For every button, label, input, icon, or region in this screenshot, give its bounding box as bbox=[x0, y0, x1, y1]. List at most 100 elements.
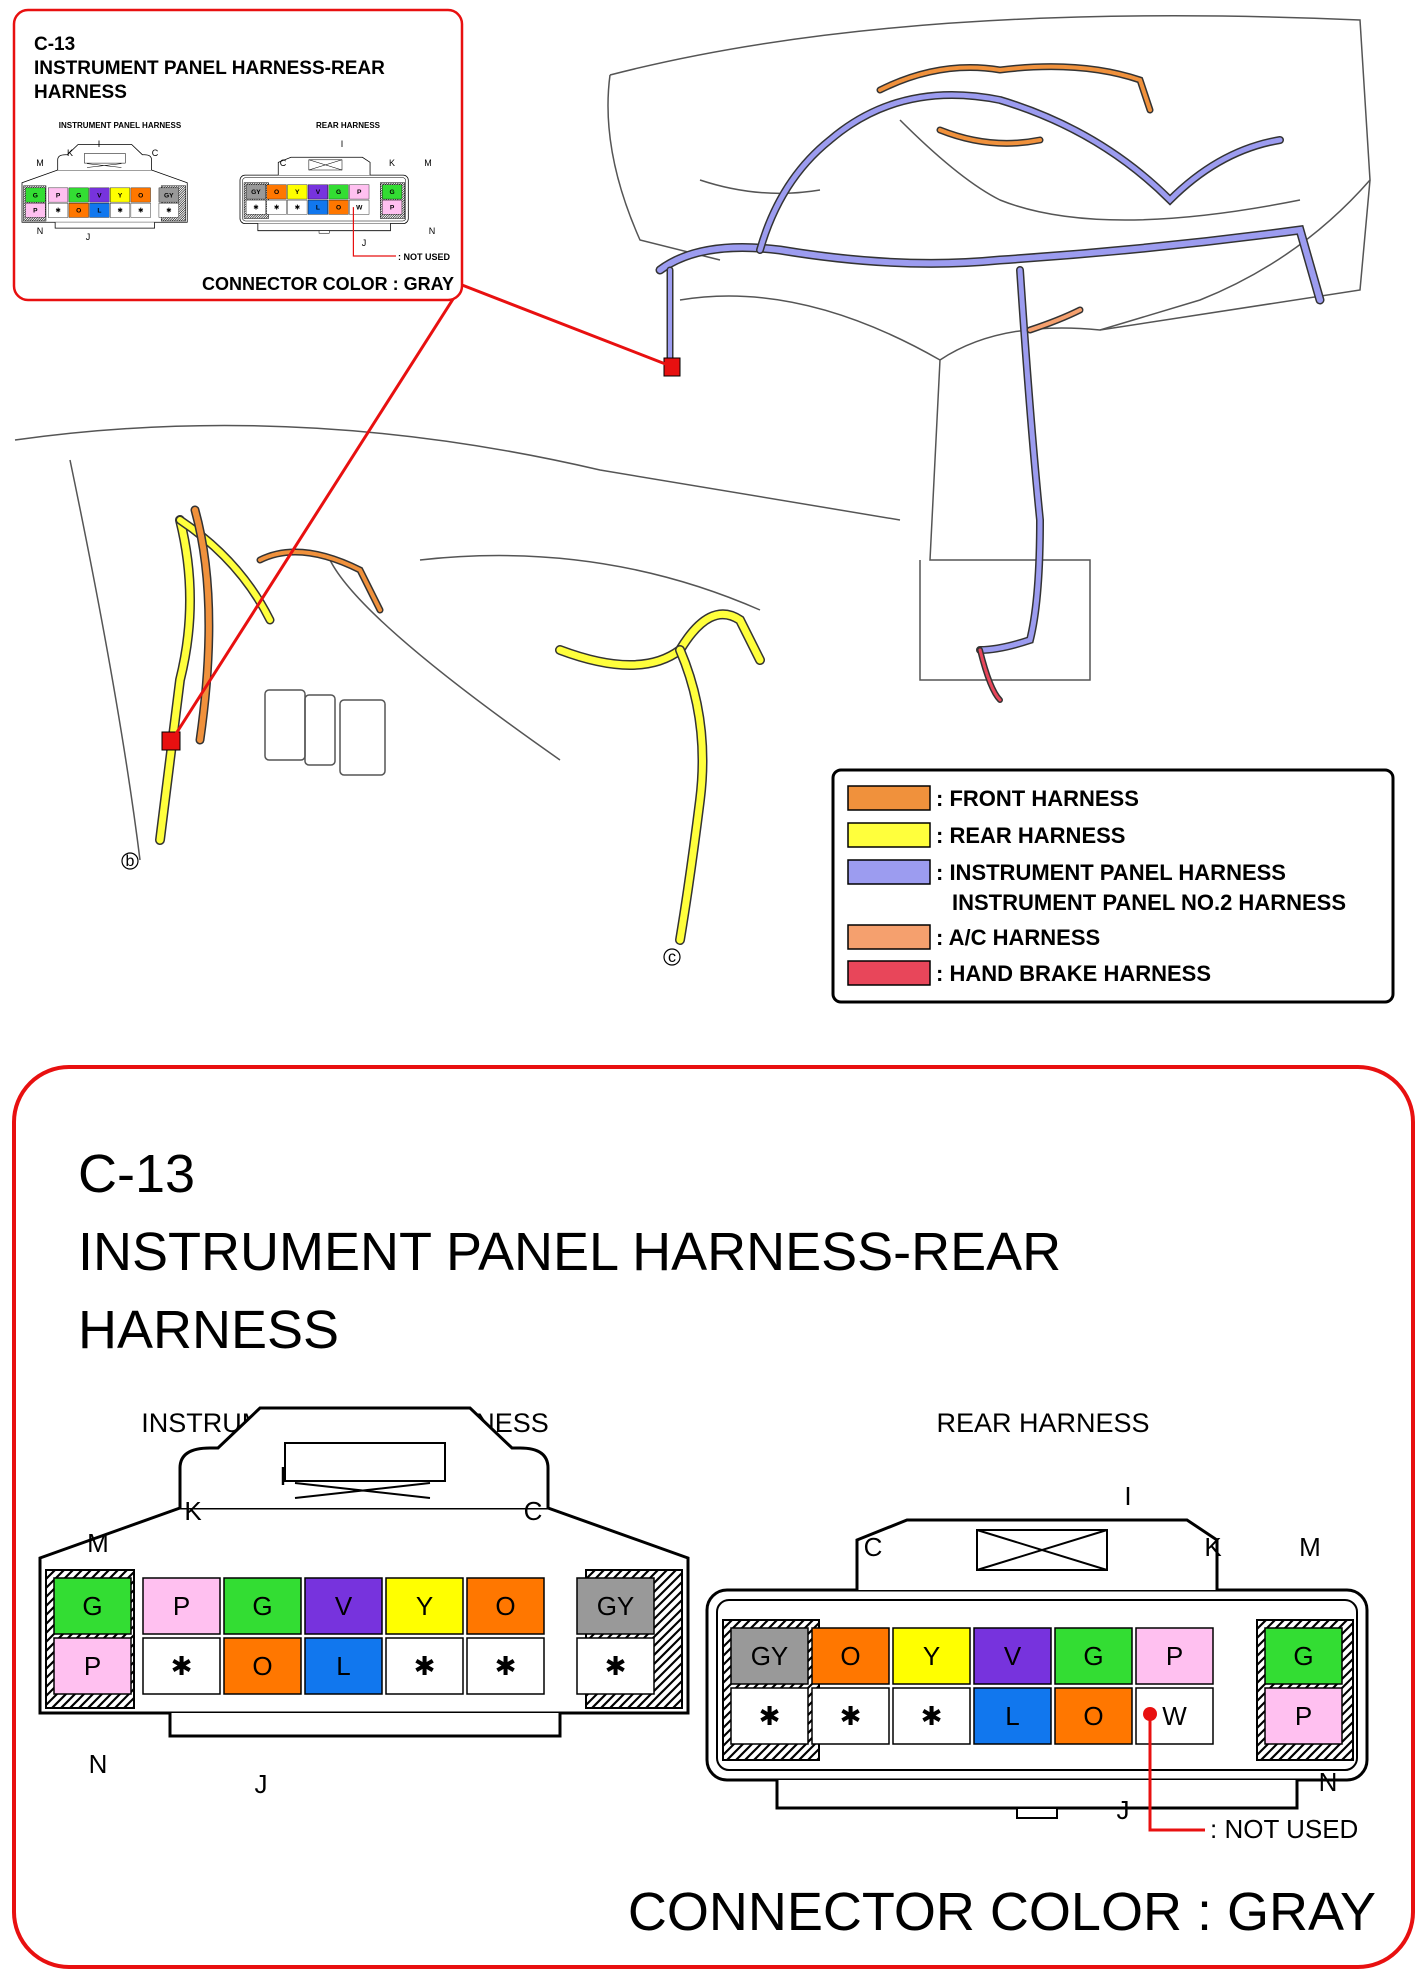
pin-cell bbox=[89, 187, 110, 203]
pin-cell bbox=[811, 1627, 890, 1685]
pin-color-code: G bbox=[336, 189, 341, 196]
pin-cell bbox=[307, 184, 328, 200]
pin-color-code: ✱ bbox=[117, 208, 123, 215]
pin-color-code: P bbox=[33, 208, 38, 215]
pin-cell bbox=[576, 1577, 655, 1635]
cavity-letter: N bbox=[37, 226, 44, 236]
pin-cell bbox=[53, 1637, 132, 1695]
legend-label: : HAND BRAKE HARNESS bbox=[936, 961, 1211, 986]
legend-swatch bbox=[847, 822, 931, 848]
pin-cell bbox=[110, 202, 131, 218]
pin-cell bbox=[892, 1627, 971, 1685]
pin-cell bbox=[1264, 1627, 1343, 1685]
legend-swatch bbox=[847, 924, 931, 950]
legend-label: : REAR HARNESS bbox=[936, 823, 1125, 848]
cavity-letter: I bbox=[98, 139, 101, 149]
pin-cell bbox=[245, 184, 266, 200]
pin-cell bbox=[142, 1637, 221, 1695]
legend-swatch bbox=[847, 785, 931, 811]
pin-color-code: G bbox=[1293, 1641, 1313, 1671]
pin-color-code: ✱ bbox=[759, 1701, 781, 1731]
pin-cell bbox=[158, 202, 179, 218]
pin-cell bbox=[811, 1687, 890, 1745]
pin-cell bbox=[328, 184, 349, 200]
pin-cell bbox=[304, 1637, 383, 1695]
detail-title-line1: INSTRUMENT PANEL HARNESS-REAR bbox=[78, 1222, 1061, 1282]
pin-color-code: O bbox=[1083, 1701, 1103, 1731]
pin-cell bbox=[892, 1687, 971, 1745]
pin-color-code: ✱ bbox=[414, 1651, 436, 1681]
pin-color-code: ✱ bbox=[294, 205, 300, 212]
pin-cell bbox=[466, 1637, 545, 1695]
cavity-letter: J bbox=[362, 238, 367, 248]
pin-cell bbox=[1054, 1687, 1133, 1745]
pin-cell bbox=[349, 184, 370, 200]
detail-callout: C-13 INSTRUMENT PANEL HARNESS-REAR HARNE… bbox=[12, 1065, 1415, 1969]
pin-cell bbox=[1054, 1627, 1133, 1685]
pin-cell bbox=[349, 199, 370, 215]
detail-title-line2: HARNESS bbox=[78, 1300, 339, 1360]
pin-color-code: GY bbox=[164, 192, 174, 199]
cavity-letter: C bbox=[280, 158, 287, 168]
pin-cell bbox=[385, 1577, 464, 1635]
cavity-letter: K bbox=[1204, 1532, 1222, 1562]
cavity-letter: J bbox=[255, 1769, 268, 1799]
detail-connector-color: CONNECTOR COLOR : GRAY bbox=[628, 1882, 1376, 1942]
pin-color-code: O bbox=[76, 208, 81, 215]
pin-color-code: O bbox=[252, 1651, 272, 1681]
dashboard-drawing bbox=[607, 15, 1371, 681]
pin-color-code: Y bbox=[118, 192, 123, 199]
pin-color-code: ✱ bbox=[274, 205, 280, 212]
cavity-letter: M bbox=[424, 158, 432, 168]
pin-cell bbox=[382, 199, 403, 215]
pin-color-code: V bbox=[97, 192, 102, 199]
legend-label: : FRONT HARNESS bbox=[936, 786, 1139, 811]
pin-cell bbox=[130, 202, 151, 218]
pin-color-code: O bbox=[274, 189, 279, 196]
pin-cell bbox=[328, 199, 349, 215]
pin-cell bbox=[142, 1577, 221, 1635]
cavity-letter: M bbox=[1299, 1532, 1321, 1562]
pin-color-code: G bbox=[33, 192, 38, 199]
pin-cell bbox=[730, 1627, 809, 1685]
pin-color-code: Y bbox=[923, 1641, 940, 1671]
pin-color-code: O bbox=[840, 1641, 860, 1671]
pin-cell bbox=[245, 199, 266, 215]
legend-label-line2: INSTRUMENT PANEL NO.2 HARNESS bbox=[952, 890, 1346, 915]
cavity-letter: J bbox=[1117, 1795, 1130, 1825]
pin-cell bbox=[382, 184, 403, 200]
pin-cell bbox=[68, 187, 89, 203]
cavity-letter: I bbox=[341, 139, 344, 149]
pin-color-code: W bbox=[356, 205, 363, 212]
pin-cell bbox=[223, 1637, 302, 1695]
pin-color-code: G bbox=[252, 1591, 272, 1621]
cavity-letter: N bbox=[89, 1749, 108, 1779]
pin-color-code: G bbox=[1083, 1641, 1103, 1671]
pin-color-code: W bbox=[1162, 1701, 1187, 1731]
driver-footwell-drawing bbox=[14, 424, 901, 861]
cavity-letter: M bbox=[87, 1528, 109, 1558]
cavity-letter: N bbox=[1319, 1767, 1338, 1797]
cavity-letter: I bbox=[279, 1461, 286, 1491]
legend-label: : A/C HARNESS bbox=[936, 925, 1100, 950]
pin-color-code: L bbox=[336, 1651, 350, 1681]
pin-color-code: P bbox=[1166, 1641, 1183, 1671]
cavity-letter: M bbox=[36, 158, 44, 168]
pin-cell bbox=[287, 199, 308, 215]
pin-cell bbox=[304, 1577, 383, 1635]
inset-connector-color: CONNECTOR COLOR : GRAY bbox=[202, 274, 454, 294]
pin-color-code: ✱ bbox=[171, 1651, 193, 1681]
cavity-letter: C bbox=[152, 148, 159, 158]
pin-color-code: G bbox=[390, 189, 395, 196]
detail-right-label: REAR HARNESS bbox=[936, 1408, 1149, 1438]
connector-c13-location-marker-top bbox=[663, 357, 681, 377]
legend-swatch bbox=[847, 859, 931, 885]
pin-color-code: ✱ bbox=[253, 205, 259, 212]
pin-color-code: ✱ bbox=[166, 208, 172, 215]
pin-cell bbox=[110, 187, 131, 203]
inset-left-label: INSTRUMENT PANEL HARNESS bbox=[59, 121, 182, 130]
